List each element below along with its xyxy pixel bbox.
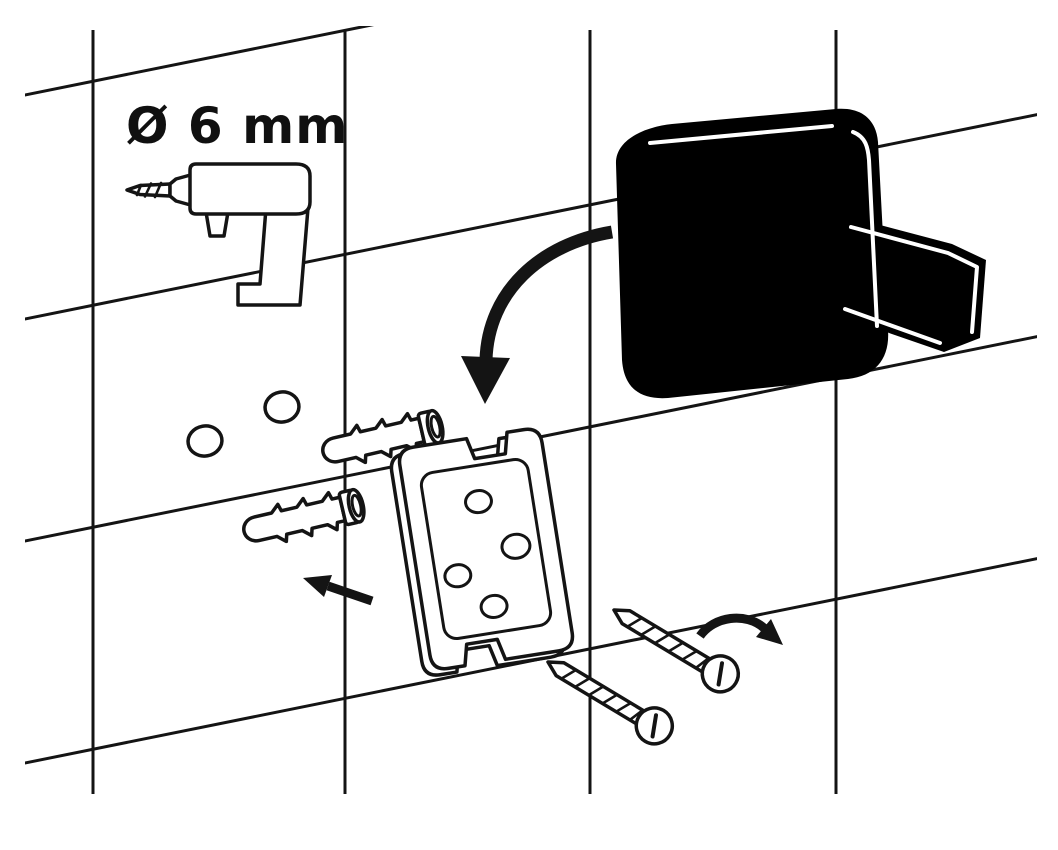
screw: [612, 608, 741, 694]
mounting-plate-face: [397, 427, 575, 671]
screw-threads: [625, 616, 711, 670]
plug-insertion-arrow-head: [303, 575, 332, 597]
mounting-plate-hole: [500, 532, 532, 560]
screw-rotation-arrow-head: [756, 619, 783, 645]
screw-rotation-arrow-arc: [696, 613, 767, 639]
mounting-plate-hole: [479, 593, 509, 619]
drilled-hole: [186, 424, 224, 458]
plug-insertion-arrow: [303, 575, 374, 606]
mounting-plate-inner-rim: [419, 457, 553, 641]
screw: [546, 660, 675, 746]
wall-plug-hole: [429, 414, 442, 439]
drill-icon: Ø 6 mm: [125, 97, 348, 307]
drilled-holes: [186, 390, 301, 458]
hook-placement-arrow-head: [461, 356, 510, 404]
mounting-plate-hole: [443, 563, 473, 589]
hook-placement-arrow: [461, 225, 614, 404]
screw-threads: [559, 668, 645, 722]
mounting-plate-hole: [464, 489, 493, 515]
drill-bit-thread: [135, 181, 163, 199]
screw-head-slot: [650, 713, 659, 739]
drill-body: [188, 162, 312, 216]
wall-hook: [615, 108, 986, 399]
wall-plug-body: [242, 490, 347, 544]
screw-rotation-arrow: [696, 613, 783, 645]
wall-hook-edge-highlight: [648, 124, 979, 345]
drilled-hole: [263, 390, 301, 424]
plug-insertion-arrow-shaft: [326, 581, 374, 606]
drill-handle: [236, 206, 310, 307]
hook-placement-arrow-arc: [479, 225, 614, 361]
screw-head-slot: [716, 661, 725, 687]
wall-plug-hole: [350, 493, 363, 518]
wall-plug: [242, 487, 366, 544]
mounting-plate: [389, 427, 575, 677]
tile-grid-line-horizontal: [25, 26, 375, 97]
wall-plug-body: [321, 411, 426, 465]
drill-diameter-label: Ø 6 mm: [126, 97, 348, 155]
wall-hook-plate: [615, 108, 889, 399]
